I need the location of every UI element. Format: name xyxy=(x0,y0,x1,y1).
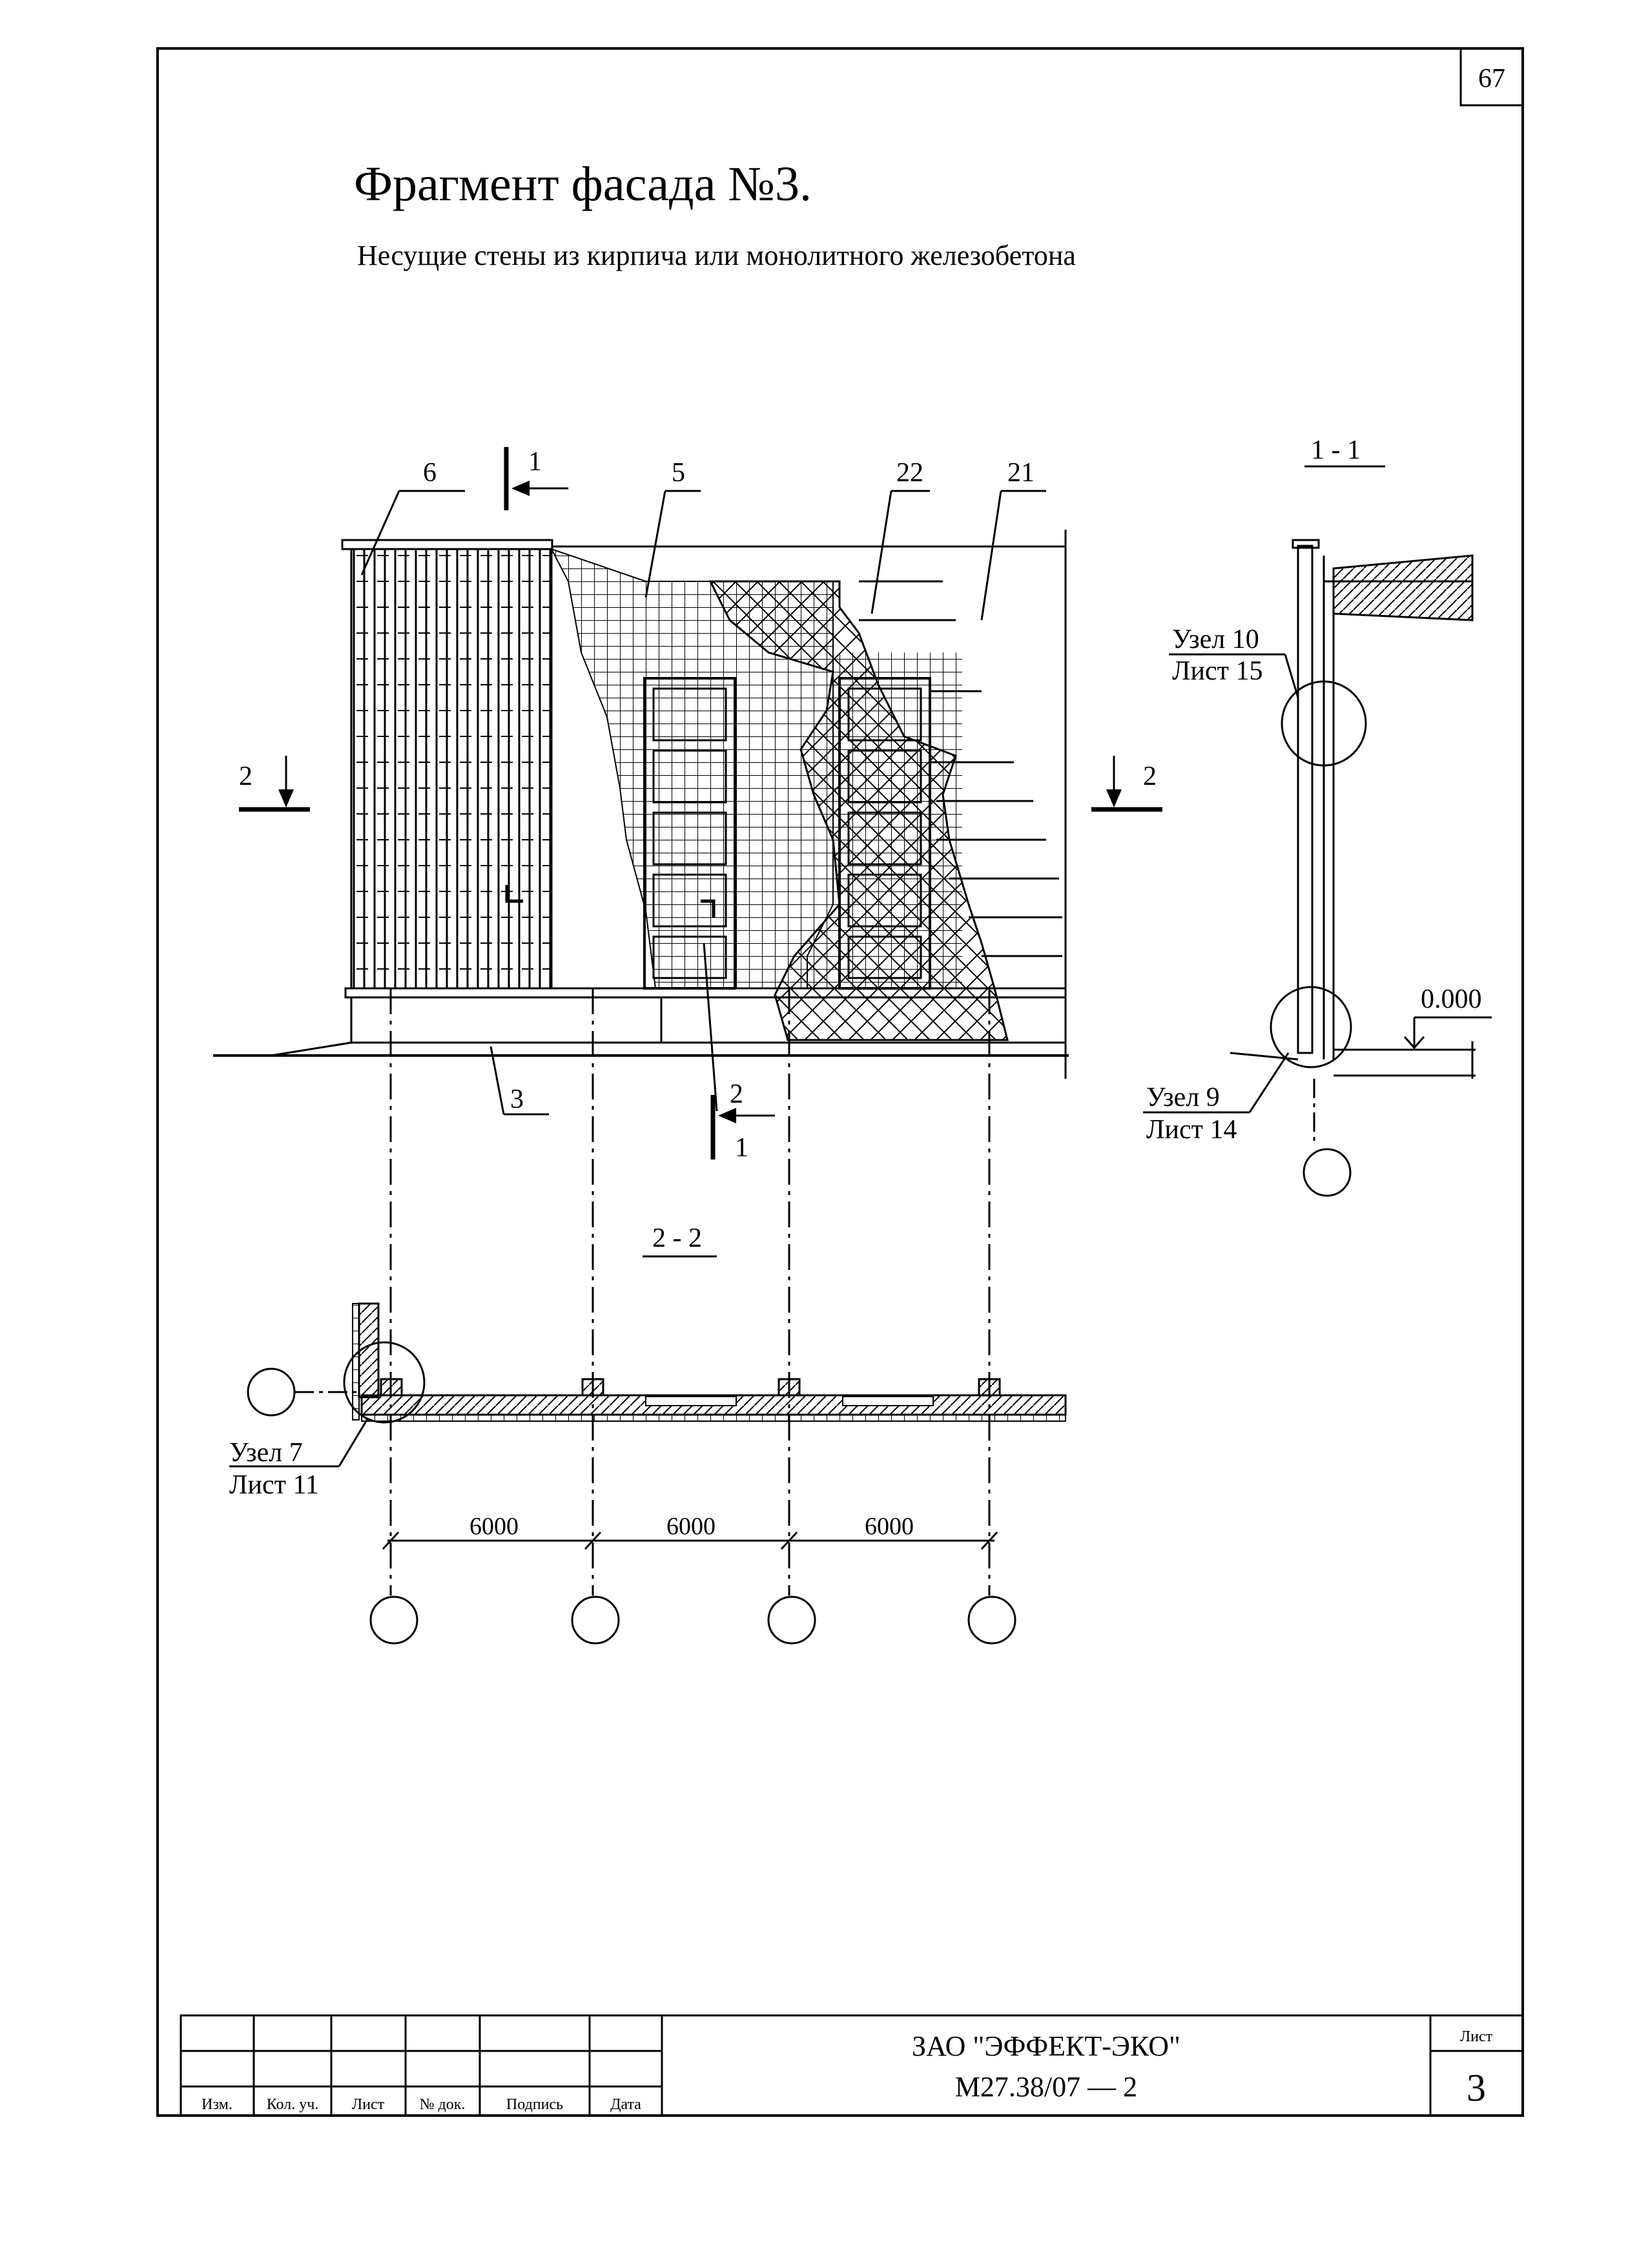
header-list: Лист xyxy=(352,2096,385,2113)
callout-5: 5 xyxy=(672,458,685,488)
axis-lines xyxy=(389,988,991,1596)
sheet-number: 3 xyxy=(1467,2066,1486,2109)
window-column-2 xyxy=(838,677,931,990)
dimension-3: 6000 xyxy=(865,1513,914,1540)
dimension-2: 6000 xyxy=(666,1513,716,1540)
page-number: 67 xyxy=(1478,64,1505,94)
header-doc-no: № док. xyxy=(420,2096,466,2113)
svg-text:1: 1 xyxy=(735,1133,748,1163)
vertical-cladding-area xyxy=(350,548,553,990)
section-mark-1-bottom: 2 1 xyxy=(710,1079,775,1163)
cladding-lines xyxy=(859,580,1062,990)
company-name: ЗАО "ЭФФЕКТ-ЭКО" xyxy=(912,2030,1180,2062)
svg-text:2: 2 xyxy=(730,1079,743,1109)
axis-bubble-4 xyxy=(967,1596,1016,1645)
title-block xyxy=(180,2014,1524,2117)
sheet-label: Лист xyxy=(1460,2028,1493,2045)
window-column-1 xyxy=(643,677,736,990)
section-mark-2-right: 2 xyxy=(1091,756,1162,812)
header-izm: Изм. xyxy=(201,2096,232,2113)
sheet-14-label: Лист 14 xyxy=(1146,1115,1237,1145)
callout-21: 21 xyxy=(1007,458,1035,488)
sheet-frame xyxy=(156,47,1524,2117)
section-2-2: 2 - 2 Узел 7 Лист 11 6000 6000 6000 xyxy=(229,1223,1067,1645)
axis-bubble-left xyxy=(247,1368,296,1417)
node-7-label: Узел 7 xyxy=(229,1438,303,1468)
section-mark-1-top: 1 xyxy=(504,447,568,510)
document-code: М27.38/07 — 2 xyxy=(955,2071,1137,2103)
axis-bubble-3 xyxy=(767,1596,816,1645)
header-kol-uch: Кол. уч. xyxy=(267,2096,319,2113)
svg-text:1: 1 xyxy=(528,447,542,477)
sheet-15-label: Лист 15 xyxy=(1172,656,1262,686)
page-subtitle: Несущие стены из кирпича или монолитного… xyxy=(357,240,1076,271)
svg-text:2: 2 xyxy=(239,762,252,791)
section-1-1-title: 1 - 1 xyxy=(1311,435,1361,465)
header-signature: Подпись xyxy=(506,2096,563,2113)
callout-22: 22 xyxy=(896,458,923,488)
section-mark-2-left: 2 xyxy=(239,756,310,812)
axis-bubble-1-1 xyxy=(1303,1148,1352,1197)
node-9-label: Узел 9 xyxy=(1146,1083,1220,1112)
header-date: Дата xyxy=(610,2096,641,2113)
dimension-1: 6000 xyxy=(469,1513,519,1540)
callout-3: 3 xyxy=(510,1085,524,1114)
facade-elevation: 6 5 22 21 3 1 2 1 2 xyxy=(213,447,1162,1163)
svg-text:2: 2 xyxy=(1143,762,1157,791)
level-mark: 0.000 xyxy=(1421,984,1482,1014)
node-10-label: Узел 10 xyxy=(1172,625,1259,654)
callout-leaders xyxy=(360,490,1046,1116)
page-title: Фрагмент фасада №3. xyxy=(354,157,812,211)
axis-bubble-1 xyxy=(369,1596,418,1645)
section-1-1: 1 - 1 0.000 Узел 10 Лист 15 Узел 9 Лист xyxy=(1143,435,1492,1197)
axis-bubble-2 xyxy=(571,1596,620,1645)
callout-6: 6 xyxy=(423,458,437,488)
insulation-area xyxy=(708,580,1009,1041)
sheet-11-label: Лист 11 xyxy=(229,1470,319,1500)
section-2-2-title: 2 - 2 xyxy=(652,1223,702,1253)
